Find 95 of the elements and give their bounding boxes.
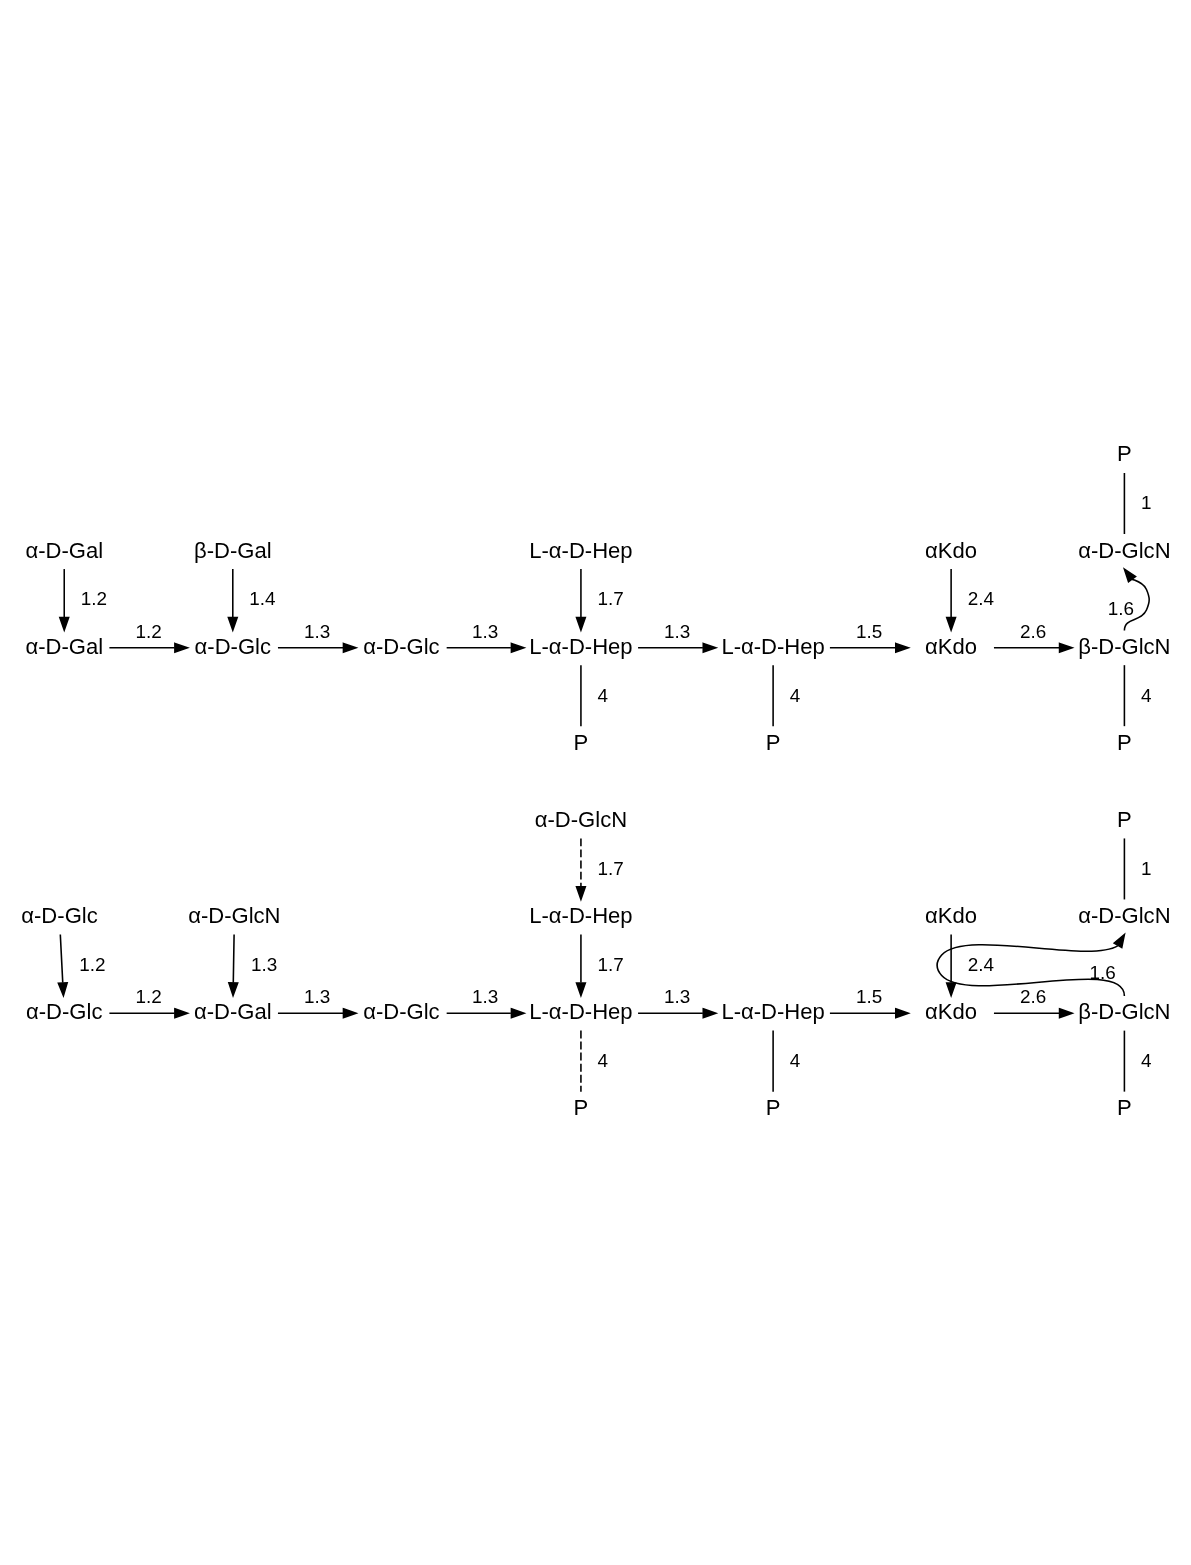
arrow <box>936 932 1126 997</box>
node-text: L-α-D-Hep <box>529 903 633 929</box>
connector <box>772 664 774 727</box>
node-text: α-D-Gal <box>193 999 272 1025</box>
node-text: α-D-GlcN <box>534 806 628 832</box>
node-text: α-D-GlcN <box>1078 903 1171 929</box>
connector <box>1123 664 1126 727</box>
edge-label: 1.2 <box>79 953 106 975</box>
node-text: P <box>573 1095 589 1121</box>
edge-label: 4 <box>789 684 801 706</box>
connector <box>1123 472 1126 535</box>
node-text: αKdo <box>925 999 978 1025</box>
node-text: α-D-Glc <box>194 633 271 659</box>
edge-label: 1.3 <box>303 620 331 642</box>
node-text: P <box>573 729 589 755</box>
arrow <box>227 568 239 633</box>
node-text: β-D-GlcN <box>1078 633 1171 659</box>
edge-label: 1.2 <box>135 986 162 1008</box>
arrow <box>108 1007 190 1019</box>
edge-label: 1.5 <box>856 986 883 1008</box>
node-text: α-D-GlcN <box>188 903 281 929</box>
edge-label: 1.3 <box>472 986 499 1008</box>
connector <box>580 1029 582 1093</box>
edge-label: 2.4 <box>967 953 994 975</box>
arrow <box>445 1007 527 1019</box>
arrow <box>227 933 239 998</box>
node-text: αKdo <box>925 903 978 929</box>
edge-label: 2.4 <box>967 588 994 610</box>
edge-label: 1.4 <box>249 588 276 610</box>
node-text: α-D-Glc <box>363 999 440 1025</box>
edge-label: 2.6 <box>1019 986 1047 1008</box>
arrow <box>993 642 1075 654</box>
arrow <box>945 568 957 633</box>
node-text: α-D-GlcN <box>1078 537 1171 563</box>
edge-label: 1 <box>1140 857 1152 879</box>
edge-label: 1.3 <box>303 986 331 1008</box>
node-text: β-D-GlcN <box>1078 999 1171 1025</box>
edge-label: 4 <box>789 1050 801 1071</box>
connector <box>580 664 582 727</box>
node-text: αKdo <box>925 633 978 659</box>
edge-label: 1.5 <box>856 620 883 642</box>
edge-label: 1.2 <box>135 620 162 642</box>
node-text: α-D-Glc <box>21 903 98 929</box>
edge-label: 4 <box>597 1050 608 1071</box>
connector <box>1123 837 1126 901</box>
arrow <box>993 1007 1075 1019</box>
arrow <box>829 1007 911 1019</box>
node-text: α-D-Gal <box>25 633 104 659</box>
arrow <box>575 837 587 902</box>
edge-label: 1.7 <box>597 857 624 879</box>
arrow <box>277 642 359 654</box>
node-text: P <box>1117 1095 1132 1121</box>
arrow <box>1122 567 1150 632</box>
edge-label: 1.7 <box>597 588 624 610</box>
node-text: P <box>1117 729 1132 755</box>
edge-label: 1 <box>1140 492 1152 514</box>
node-text: L-α-D-Hep <box>529 633 633 659</box>
arrow <box>575 933 587 998</box>
connector <box>772 1029 774 1093</box>
edge-label: 1.6 <box>1089 961 1116 983</box>
edge-label: 1.3 <box>663 986 691 1008</box>
arrow <box>445 642 527 654</box>
node-text: P <box>1117 806 1132 832</box>
node-text: α-D-Glc <box>26 999 103 1025</box>
node-text: α-D-Glc <box>363 633 440 659</box>
edge-label: 1.2 <box>80 588 108 610</box>
connector <box>1123 1029 1126 1093</box>
node-text: L-α-D-Hep <box>721 999 825 1025</box>
node-text: β-D-Gal <box>193 537 272 563</box>
arrow <box>108 642 190 654</box>
edge-label: 1.3 <box>663 620 691 642</box>
node-text: L-α-D-Hep <box>529 999 633 1025</box>
arrow <box>58 568 70 633</box>
edge-label: 1.3 <box>472 620 499 642</box>
edge-label: 4 <box>597 684 608 706</box>
edge-label: 4 <box>1140 1050 1152 1071</box>
edge-label: 1.3 <box>250 953 278 975</box>
node-text: P <box>1117 441 1132 467</box>
arrow <box>277 1007 359 1019</box>
node-text: P <box>765 1095 781 1121</box>
node-text: L-α-D-Hep <box>721 633 825 659</box>
node-text: L-α-D-Hep <box>529 537 633 563</box>
arrow <box>57 933 69 998</box>
node-text: α-D-Gal <box>25 537 104 563</box>
arrow <box>945 933 957 998</box>
node-text: P <box>765 729 781 755</box>
arrow <box>829 642 911 654</box>
edge-label: 2.6 <box>1019 620 1047 642</box>
arrow <box>637 642 719 654</box>
arrow <box>637 1007 719 1019</box>
edge-label: 4 <box>1140 684 1152 706</box>
edge-label: 1.7 <box>597 953 624 975</box>
arrow <box>575 568 587 633</box>
edge-label: 1.6 <box>1107 598 1134 620</box>
node-text: αKdo <box>925 537 978 563</box>
